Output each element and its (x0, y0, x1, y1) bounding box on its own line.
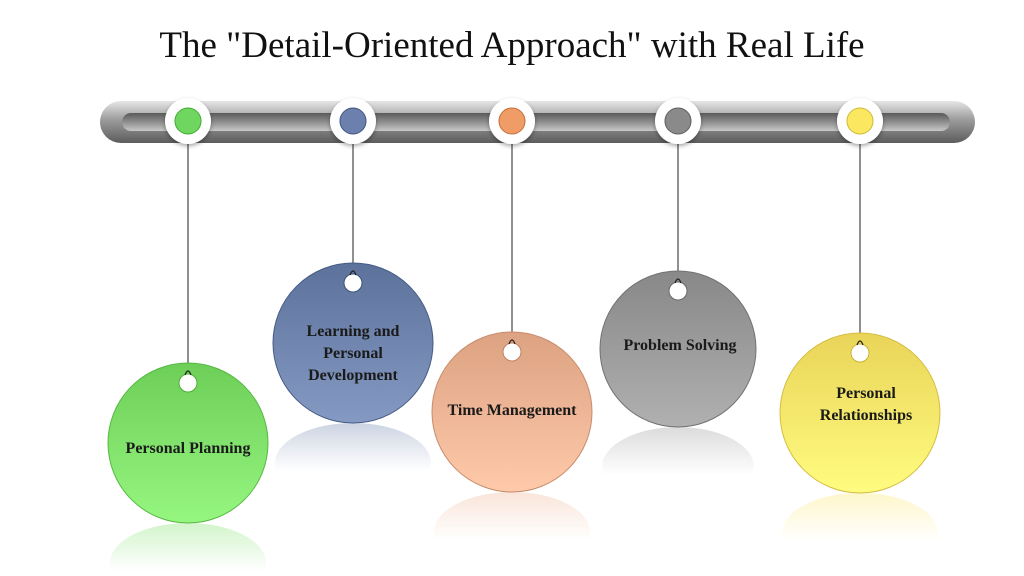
string-knot (856, 340, 864, 346)
bar-knob (846, 107, 874, 135)
disc-hole (178, 373, 198, 393)
disc-reflection (602, 427, 754, 507)
item-label: Learning and Personal Development (306, 323, 400, 384)
string-knot (508, 339, 516, 345)
page-title: The "Detail-Oriented Approach" with Real… (159, 25, 865, 66)
timeline-item (431, 98, 593, 572)
item-disc (107, 362, 269, 524)
disc-hole (850, 343, 870, 363)
string-knot (674, 278, 682, 284)
disc-hole (668, 281, 688, 301)
string-knot (349, 270, 357, 276)
bar-knob (174, 107, 202, 135)
item-disc (779, 332, 941, 494)
disc-hole (343, 273, 363, 293)
string-knot (184, 370, 192, 376)
item-disc (272, 262, 434, 424)
timeline-item (599, 98, 757, 507)
bar-knob (339, 107, 367, 135)
item-label: Time Management (447, 402, 577, 419)
item-label: Problem Solving (623, 337, 737, 354)
disc-reflection (275, 423, 431, 503)
bar-knob (664, 107, 692, 135)
item-label: Personal Relationships (819, 385, 913, 424)
bar-knob (498, 107, 526, 135)
item-disc (431, 331, 593, 493)
item-label: Personal Planning (125, 440, 251, 457)
timeline-item (779, 98, 941, 573)
timeline-bar (100, 101, 975, 143)
disc-reflection (110, 523, 266, 576)
disc-hole (502, 342, 522, 362)
timeline-item (107, 98, 269, 576)
disc-reflection (782, 493, 938, 573)
timeline-item (272, 98, 434, 503)
item-disc (599, 270, 757, 428)
disc-reflection (434, 492, 590, 572)
items-layer (107, 98, 941, 576)
